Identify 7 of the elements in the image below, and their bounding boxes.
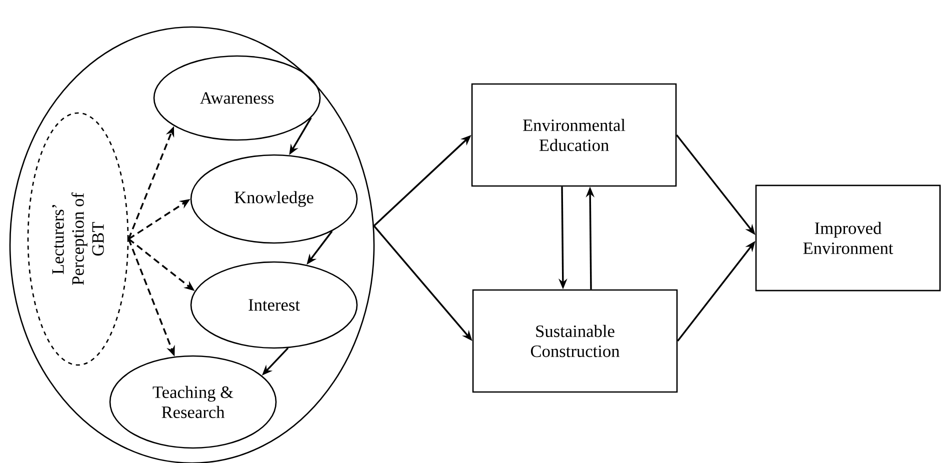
- process-box: Improved Environment: [755, 184, 941, 292]
- ellipse-node: Awareness: [153, 55, 321, 141]
- process-box: Sustainable Construction: [472, 289, 678, 393]
- ellipse-node: Knowledge: [190, 154, 358, 244]
- process-box: Environmental Education: [471, 83, 677, 187]
- ellipse-node: Interest: [190, 261, 358, 349]
- ellipse-node: Teaching & Research: [109, 355, 277, 449]
